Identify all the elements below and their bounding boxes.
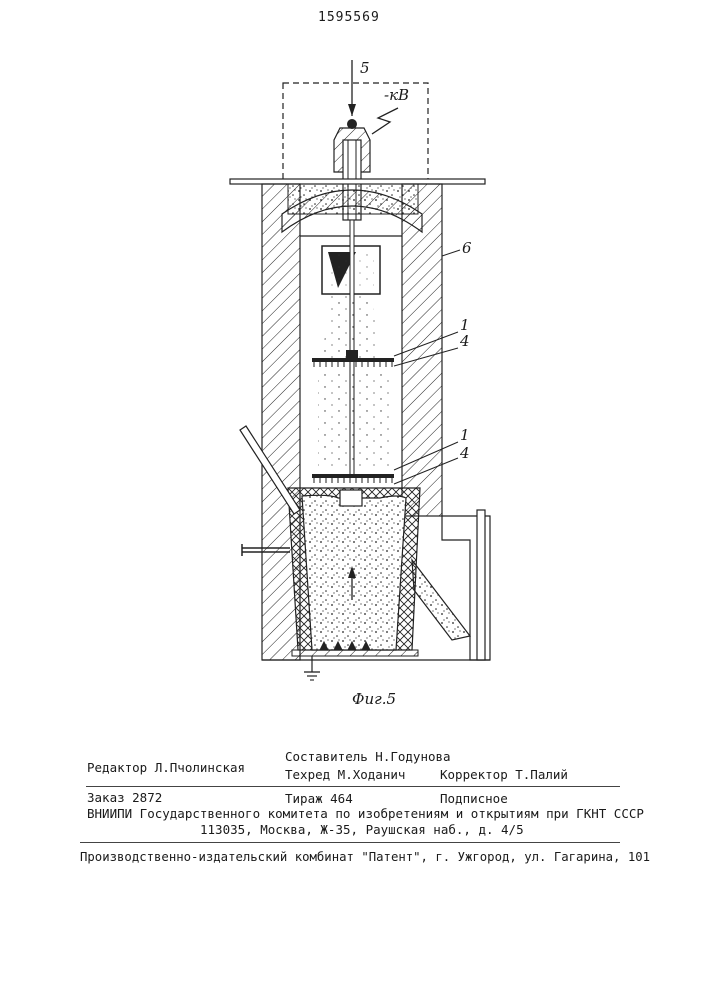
feed-arrow — [348, 60, 356, 116]
furnace-diagram: 5 -кВ — [0, 0, 707, 720]
figure-caption: Фиг.5 — [352, 690, 396, 708]
editor-credit: Редактор Л.Пчолинская — [87, 760, 245, 775]
label-disk-lower: 1 — [460, 426, 470, 444]
techred-credit: Техред М.Ходанич — [285, 767, 405, 782]
high-voltage-icon — [372, 108, 398, 134]
subscription-note: Подписное — [440, 791, 508, 806]
institute-line: ВНИИПИ Государственного комитета по изоб… — [87, 806, 644, 821]
label-nozzle-lower: 4 — [459, 444, 470, 462]
circulation: Тираж 464 — [285, 791, 353, 806]
atomizer-disk-lower — [312, 474, 394, 483]
institute-address: 113035, Москва, Ж-35, Раушская наб., д. … — [200, 822, 524, 837]
label-voltage: -кВ — [384, 86, 409, 104]
spray-zone-lower — [318, 370, 392, 470]
corrector-credit: Корректор Т.Палий — [440, 767, 568, 782]
cover-plate — [230, 179, 485, 184]
crucible — [288, 488, 420, 656]
discharge-chute — [412, 560, 470, 640]
divider-top — [86, 786, 620, 787]
publisher-line: Производственно-издательский комбинат "П… — [80, 850, 650, 864]
order-number: Заказ 2872 — [87, 790, 162, 805]
label-nozzle-upper: 4 — [459, 332, 470, 350]
compiler-credit: Составитель Н.Годунова — [285, 749, 451, 764]
divider-bottom — [80, 842, 620, 843]
label-input: 5 — [360, 59, 370, 77]
label-housing: 6 — [462, 239, 472, 257]
